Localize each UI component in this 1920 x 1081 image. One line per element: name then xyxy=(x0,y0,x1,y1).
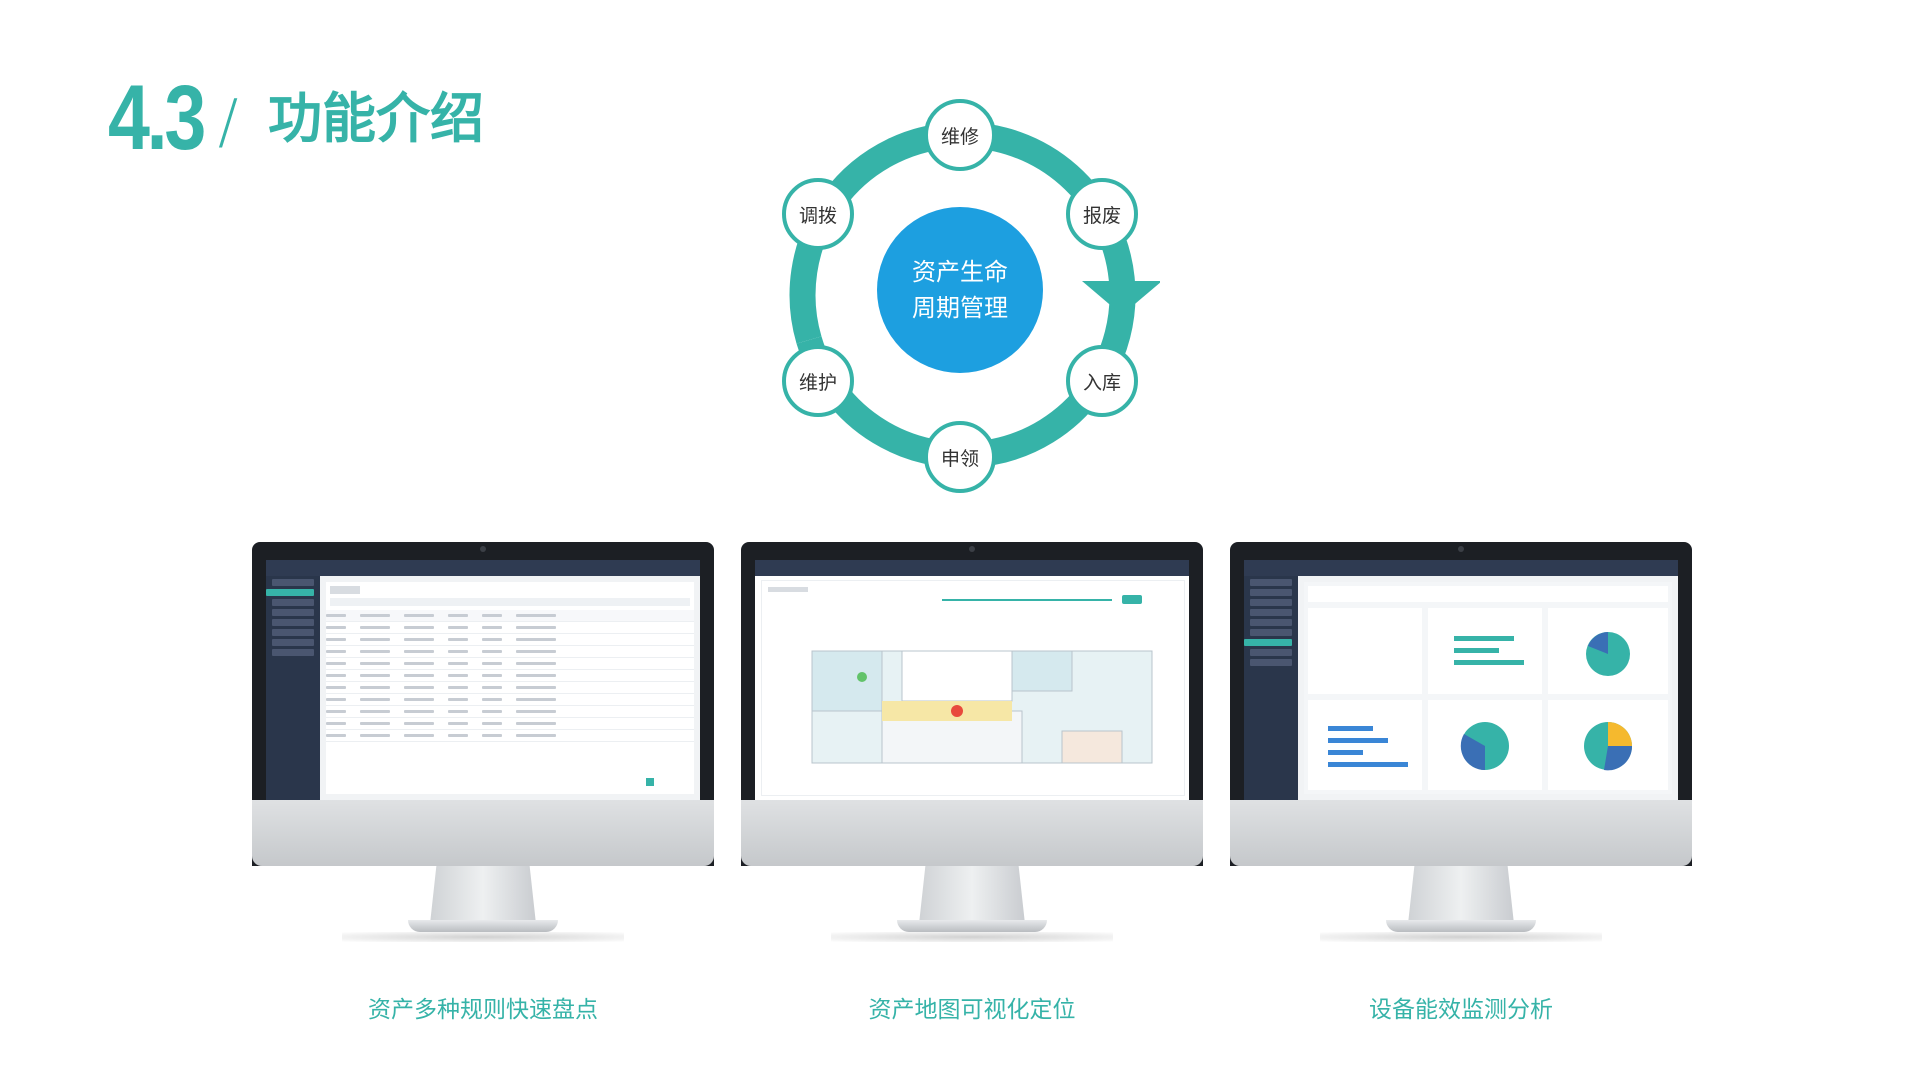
stage-warehousing: 入库 xyxy=(1066,345,1138,417)
table-row xyxy=(326,694,694,706)
screen-map xyxy=(755,560,1189,800)
app-topbar xyxy=(1244,560,1678,576)
table-row xyxy=(326,658,694,670)
time-slider xyxy=(942,599,1112,601)
app-topbar xyxy=(266,560,700,576)
side-item xyxy=(1250,589,1292,596)
monitor-bezel xyxy=(741,542,1203,866)
monitor-shadow xyxy=(1320,932,1602,942)
side-item xyxy=(1250,619,1292,626)
monitor-foot xyxy=(408,920,558,932)
monitor-chin xyxy=(1230,800,1692,866)
table-row xyxy=(326,682,694,694)
table-row xyxy=(326,634,694,646)
lifecycle-center: 资产生命 周期管理 xyxy=(877,207,1043,373)
monitor-inventory xyxy=(252,542,714,942)
map-panel xyxy=(761,580,1185,796)
app-sidebar xyxy=(1244,576,1298,800)
title-separator: / xyxy=(218,87,239,157)
filter-bar xyxy=(330,598,690,606)
caption-inventory: 资产多种规则快速盘点 xyxy=(368,997,598,1023)
monitor-shadow xyxy=(831,932,1113,942)
map-panel-title xyxy=(768,587,808,592)
search-button xyxy=(1122,595,1142,604)
camera-icon xyxy=(480,546,486,552)
screen-inventory xyxy=(266,560,700,800)
dashboard-charts xyxy=(1308,608,1668,790)
stage-transfer: 调拨 xyxy=(782,178,854,250)
screen-energy xyxy=(1244,560,1678,800)
location-marker-icon xyxy=(857,672,867,682)
center-line-2: 周期管理 xyxy=(912,294,1008,322)
stage-maintenance: 维护 xyxy=(782,345,854,417)
side-item xyxy=(1250,629,1292,636)
side-item xyxy=(272,639,314,646)
side-item xyxy=(1250,579,1292,586)
side-item xyxy=(272,619,314,626)
table-row xyxy=(326,718,694,730)
side-item xyxy=(272,649,314,656)
location-marker-icon xyxy=(951,705,963,717)
table-row xyxy=(326,622,694,634)
monitor-shadow xyxy=(342,932,624,942)
stage-repair: 维修 xyxy=(924,99,996,171)
monitor-energy xyxy=(1230,542,1692,942)
side-item xyxy=(1250,659,1292,666)
table-row xyxy=(326,730,694,742)
side-item xyxy=(272,579,314,586)
lifecycle-diagram: 维修 报废 入库 申领 维护 调拨 资产生命 周期管理 xyxy=(760,95,1160,505)
monitor-chin xyxy=(741,800,1203,866)
monitor-bezel xyxy=(1230,542,1692,866)
stage-requisition: 申领 xyxy=(924,421,996,493)
monitor-foot xyxy=(897,920,1047,932)
page-title: 功能介绍 xyxy=(268,87,484,150)
panel-title-bar xyxy=(330,586,360,594)
monitor-neck xyxy=(919,866,1025,924)
dashboard-panel xyxy=(1304,582,1672,794)
monitor-chin xyxy=(252,800,714,866)
app-sidebar xyxy=(266,576,320,800)
side-item xyxy=(1250,649,1292,656)
monitor-foot xyxy=(1386,920,1536,932)
table-panel xyxy=(326,582,694,794)
table-row xyxy=(326,706,694,718)
side-item xyxy=(1250,609,1292,616)
pagination-active xyxy=(646,778,654,786)
table-row xyxy=(326,670,694,682)
cycle-arrow-icon xyxy=(1082,281,1160,315)
side-item xyxy=(272,599,314,606)
caption-map: 资产地图可视化定位 xyxy=(868,997,1076,1023)
side-item xyxy=(1250,599,1292,606)
camera-icon xyxy=(969,546,975,552)
monitor-neck xyxy=(430,866,536,924)
center-line-1: 资产生命 xyxy=(912,258,1008,286)
section-number: 4.3 xyxy=(108,67,206,169)
monitor-neck xyxy=(1408,866,1514,924)
table-row xyxy=(326,646,694,658)
floor-plan xyxy=(811,650,1153,764)
app-topbar xyxy=(755,560,1189,576)
side-item xyxy=(272,609,314,616)
table-header xyxy=(326,610,694,622)
stage-scrap: 报废 xyxy=(1066,178,1138,250)
monitor-map xyxy=(741,542,1203,942)
monitor-bezel xyxy=(252,542,714,866)
kpi-strip xyxy=(1308,586,1668,602)
camera-icon xyxy=(1458,546,1464,552)
caption-energy: 设备能效监测分析 xyxy=(1369,997,1553,1023)
side-item-active xyxy=(266,589,314,596)
side-item-active xyxy=(1244,639,1292,646)
side-item xyxy=(272,629,314,636)
